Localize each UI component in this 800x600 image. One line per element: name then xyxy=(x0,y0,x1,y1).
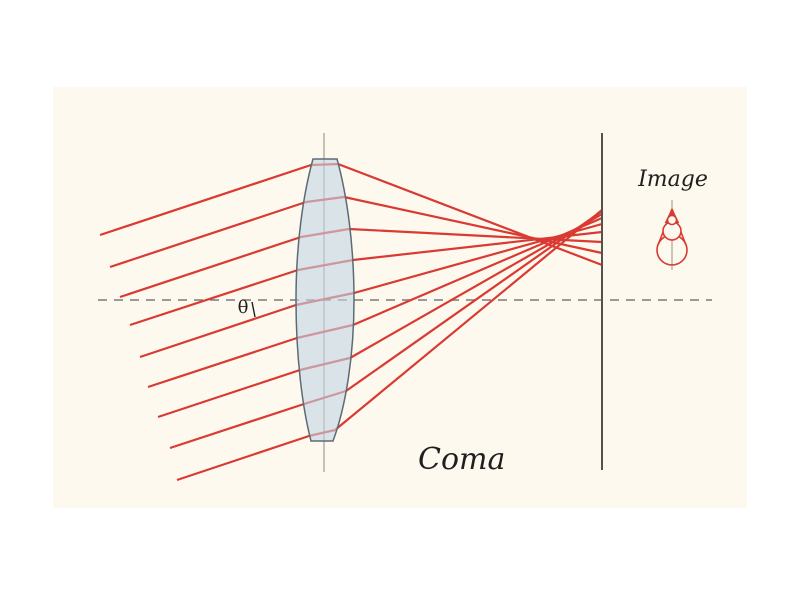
light-ray xyxy=(157,213,603,419)
light-ray xyxy=(129,230,603,327)
comet-circle xyxy=(666,214,678,226)
image-label: Image xyxy=(638,167,708,192)
light-ray xyxy=(139,222,603,359)
aberration-name-label: Coma xyxy=(418,442,506,477)
incidence-angle-label: θ xyxy=(237,297,249,318)
figure-background-panel xyxy=(53,87,747,508)
angle-tick xyxy=(251,301,256,318)
convex-lens xyxy=(295,158,355,442)
